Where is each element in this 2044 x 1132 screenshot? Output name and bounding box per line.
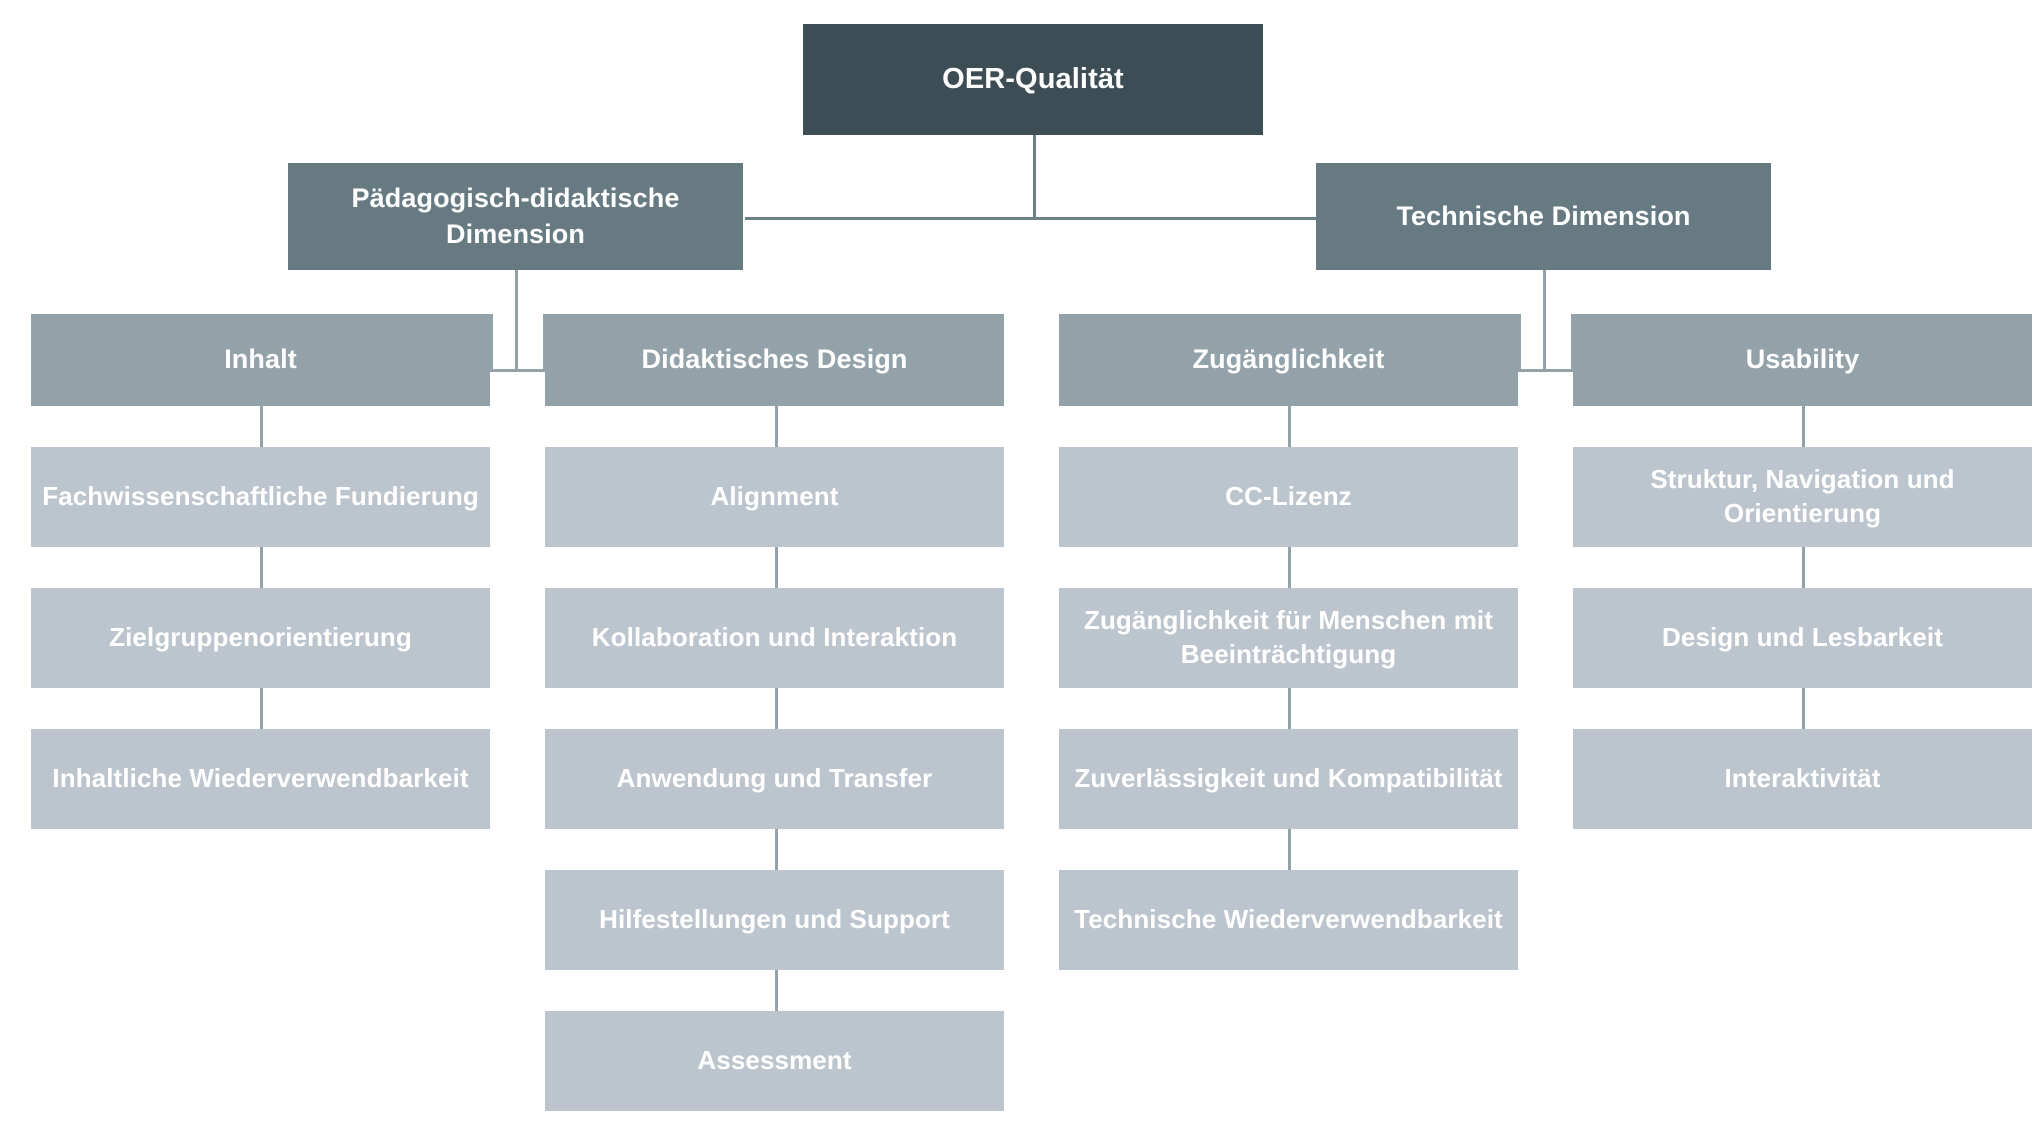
connector-paed-tee (490, 369, 545, 372)
node-interaktivitaet[interactable]: Interaktivität (1573, 729, 2032, 829)
node-didaktisches-design[interactable]: Didaktisches Design (545, 314, 1004, 406)
connector-col4-seg2 (1802, 547, 1805, 588)
node-zielgruppenorientierung[interactable]: Zielgruppenorientierung (31, 588, 490, 688)
node-hilfestellungen-und-support[interactable]: Hilfestellungen und Support (545, 870, 1004, 970)
node-struktur-navigation-und-orientierung[interactable]: Struktur, Navigation und Orientierung (1573, 447, 2032, 547)
node-oer-qualitaet[interactable]: OER-Qualität (803, 24, 1263, 135)
node-assessment[interactable]: Assessment (545, 1011, 1004, 1111)
connector-col3-seg4 (1288, 829, 1291, 870)
connector-col2-seg2 (775, 547, 778, 588)
connector-col2-seg5 (775, 970, 778, 1011)
node-usability[interactable]: Usability (1573, 314, 2032, 406)
node-zugaenglichkeit-fuer-menschen-mit-beeintraechtigung[interactable]: Zugänglichkeit für Menschen mit Beeinträ… (1059, 588, 1518, 688)
connector-col2-seg1 (775, 406, 778, 447)
connector-col4-seg3 (1802, 688, 1805, 729)
connector-col3-seg3 (1288, 688, 1291, 729)
node-zugaenglichkeit[interactable]: Zugänglichkeit (1059, 314, 1518, 406)
node-cc-lizenz[interactable]: CC-Lizenz (1059, 447, 1518, 547)
node-alignment[interactable]: Alignment (545, 447, 1004, 547)
connector-tech-to-zugaenglichkeit (1518, 314, 1521, 370)
node-fachwissenschaftliche-fundierung[interactable]: Fachwissenschaftliche Fundierung (31, 447, 490, 547)
connector-paed-to-didaktik (543, 314, 546, 370)
connector-col1-seg2 (260, 547, 263, 588)
connector-col4-seg1 (1802, 406, 1805, 447)
connector-col2-seg3 (775, 688, 778, 729)
connector-col3-seg2 (1288, 547, 1291, 588)
connector-col1-seg3 (260, 688, 263, 729)
node-technische-wiederverwendbarkeit[interactable]: Technische Wiederverwendbarkeit (1059, 870, 1518, 970)
connector-tech-stem (1543, 270, 1546, 370)
connector-tech-to-usability (1571, 314, 1574, 370)
connector-paed-to-inhalt (490, 314, 493, 370)
node-design-und-lesbarkeit[interactable]: Design und Lesbarkeit (1573, 588, 2032, 688)
node-kollaboration-und-interaktion[interactable]: Kollaboration und Interaktion (545, 588, 1004, 688)
connector-col1-seg1 (260, 406, 263, 447)
node-technische-dimension[interactable]: Technische Dimension (1316, 163, 1771, 270)
connector-root-stem (1033, 135, 1036, 217)
connector-col2-seg4 (775, 829, 778, 870)
node-inhaltliche-wiederverwendbarkeit[interactable]: Inhaltliche Wiederverwendbarkeit (31, 729, 490, 829)
node-zuverlaessigkeit-und-kompatibilitaet[interactable]: Zuverlässigkeit und Kompatibilität (1059, 729, 1518, 829)
node-inhalt[interactable]: Inhalt (31, 314, 490, 406)
connector-tech-tee (1518, 369, 1573, 372)
node-paedagogisch-didaktische-dimension[interactable]: Pädagogisch-didaktische Dimension (288, 163, 743, 270)
connector-paed-stem (515, 270, 518, 370)
node-anwendung-und-transfer[interactable]: Anwendung und Transfer (545, 729, 1004, 829)
connector-col3-seg1 (1288, 406, 1291, 447)
connector-dimensions-bar (745, 217, 1325, 220)
